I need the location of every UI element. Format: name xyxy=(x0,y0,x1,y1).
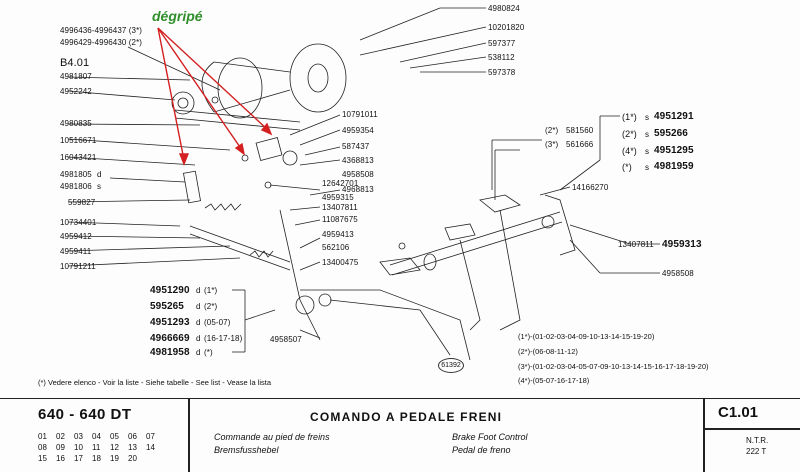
suffix-s: s xyxy=(645,147,650,156)
part-label: 13407811 xyxy=(618,240,654,249)
part-label: 4368813 xyxy=(342,156,374,165)
legend-line: (3*)-(01-02-03-04-05-07-09-10-13-14-15-1… xyxy=(518,362,709,371)
selector: (4*) xyxy=(622,146,637,156)
part-label: 10201820 xyxy=(488,23,525,32)
title-en: Brake Foot Control xyxy=(452,432,528,442)
part-label: 538112 xyxy=(488,53,515,62)
divider xyxy=(703,428,800,430)
footnote: (*) Vedere elenco - Voir la liste - Sieh… xyxy=(38,378,272,387)
selector: (2*) xyxy=(545,126,559,135)
selector: (*) xyxy=(204,348,213,357)
selector: (05-07) xyxy=(204,318,231,327)
part-label: 4968813 xyxy=(342,185,374,194)
part-label: 597378 xyxy=(488,68,516,77)
selector: (3*) xyxy=(545,140,559,149)
selector: (2*) xyxy=(204,302,218,311)
ntr-label: N.T.R. xyxy=(746,436,769,445)
part-label: 4958508 xyxy=(342,170,374,179)
suffix-d: d xyxy=(196,348,201,357)
part-label: 595266 xyxy=(654,128,688,139)
part-label: 4959313 xyxy=(662,239,702,250)
part-label: 11087675 xyxy=(322,215,358,224)
part-label: 4966669 xyxy=(150,333,190,344)
model-name: 640 - 640 DT xyxy=(38,406,132,423)
title-de: Bremsfusshebel xyxy=(214,445,279,455)
part-label: 4951290 xyxy=(150,285,190,296)
part-label: 587437 xyxy=(342,142,370,151)
part-label: 562106 xyxy=(322,243,350,252)
part-label: 4959413 xyxy=(322,230,354,239)
suffix-s: s xyxy=(645,113,650,122)
suffix-d: d xyxy=(196,318,201,327)
suffix-d: d xyxy=(97,170,102,179)
part-label: 4981958 xyxy=(150,347,190,358)
part-label: 581560 xyxy=(566,126,594,135)
selector: (16-17-18) xyxy=(204,334,243,343)
part-label: 4981807 xyxy=(60,72,92,81)
ntr-value: 222 T xyxy=(746,447,767,456)
part-label: 4959315 xyxy=(322,193,354,202)
part-label: 4981805 xyxy=(60,170,92,179)
part-label: 10734401 xyxy=(60,218,97,227)
part-label: 4958508 xyxy=(662,269,694,278)
exploded-diagram xyxy=(67,7,660,361)
part-label: 4981806 xyxy=(60,182,92,191)
part-label: 4981959 xyxy=(654,161,694,172)
part-label: 4996436-4996437 (3*) xyxy=(60,26,143,35)
part-label: B4.01 xyxy=(60,57,90,69)
part-label: 4951293 xyxy=(150,317,190,328)
part-label: 4996429-4996430 (2*) xyxy=(60,38,143,47)
part-label: 597377 xyxy=(488,39,516,48)
part-label: 4952242 xyxy=(60,87,92,96)
part-label: 4951291 xyxy=(654,111,694,122)
selector: (1*) xyxy=(622,112,637,122)
annotation-degripe: dégripé xyxy=(152,8,203,24)
part-label: 10791211 xyxy=(60,262,96,271)
part-label: 10516671 xyxy=(60,136,97,145)
title-block xyxy=(0,398,800,472)
part-label: 14166270 xyxy=(572,183,609,192)
title-fr: Commande au pied de freins xyxy=(214,432,330,442)
suffix-s: s xyxy=(97,182,102,191)
part-label: 595265 xyxy=(150,301,184,312)
legend-line: (4*)-(05-07-16-17-18) xyxy=(518,376,590,385)
part-label: 4980824 xyxy=(488,4,520,13)
part-label: 13400475 xyxy=(322,258,359,267)
part-label: 4951295 xyxy=(654,145,694,156)
title-es: Pedal de freno xyxy=(452,445,511,455)
divider xyxy=(703,398,705,472)
selector: (1*) xyxy=(204,286,218,295)
part-label: 561666 xyxy=(566,140,594,149)
suffix-d: d xyxy=(196,302,201,311)
part-label: 4959412 xyxy=(60,232,92,241)
suffix-d: d xyxy=(196,334,201,343)
part-label: 4959411 xyxy=(60,247,92,256)
part-label: 16043421 xyxy=(60,153,97,162)
legend-line: (1*)-(01-02-03-04-09-10-13-14-15-19-20) xyxy=(518,332,655,341)
legend-line: (2*)-(06-08-11-12) xyxy=(518,347,578,356)
page-reference: C1.01 xyxy=(718,404,759,421)
part-label: 4959354 xyxy=(342,126,374,135)
part-label: 13407811 xyxy=(322,203,358,212)
part-label: 4958507 xyxy=(270,335,302,344)
part-label: 12642701 xyxy=(322,179,359,188)
divider xyxy=(188,398,190,472)
suffix-s: s xyxy=(645,130,650,139)
selector: (2*) xyxy=(622,129,637,139)
part-label: 559827 xyxy=(68,198,96,207)
diagram-reference: 61392 xyxy=(438,358,464,373)
suffix-d: d xyxy=(196,286,201,295)
part-label: 10791011 xyxy=(342,110,378,119)
page-title: COMANDO A PEDALE FRENI xyxy=(310,410,503,424)
part-label: 4980835 xyxy=(60,119,92,128)
suffix-s: s xyxy=(645,163,650,172)
selector: (*) xyxy=(622,162,632,172)
